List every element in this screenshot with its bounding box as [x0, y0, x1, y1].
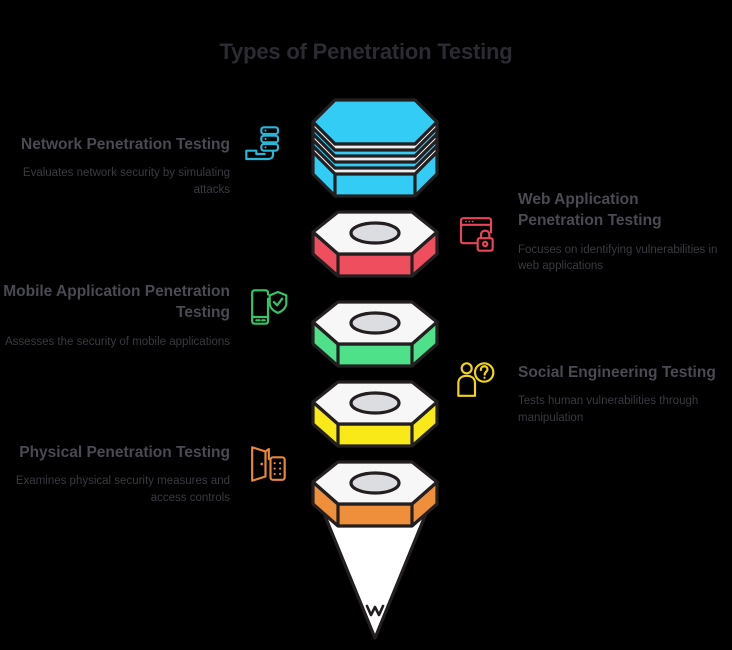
item-physical-description: Examines physical security measures and …: [15, 475, 230, 504]
item-social-description: Tests human vulnerabilities through mani…: [518, 395, 699, 424]
item-physical-heading: Physical Penetration Testing: [19, 444, 230, 461]
phone-shield-check-icon: [248, 287, 288, 327]
item-physical: Physical Penetration Testing Examines ph…: [0, 442, 230, 506]
funnel-tip: [323, 514, 427, 640]
item-web: Web Application Penetration Testing Focu…: [518, 189, 718, 274]
funnel-segment-mobile: [305, 300, 445, 380]
person-question-icon: [455, 360, 495, 400]
item-network: Network Penetration Testing Evaluates ne…: [0, 134, 230, 198]
door-keypad-icon: [248, 444, 288, 484]
item-social-heading: Social Engineering Testing: [518, 364, 716, 381]
item-social: Social Engineering Testing Tests human v…: [518, 362, 718, 426]
server-stack-hand-icon: [243, 124, 283, 164]
funnel-diagram: [305, 88, 445, 640]
page-title: Types of Penetration Testing: [219, 39, 513, 64]
funnel-segment-web: [305, 210, 445, 290]
funnel-segment-network: [305, 88, 445, 208]
item-web-description: Focuses on identifying vulnerabilities i…: [518, 243, 718, 273]
browser-lock-icon: [456, 214, 496, 254]
item-network-description: Evaluates network security by simulating…: [22, 167, 230, 196]
item-mobile: Mobile Application Penetration Testing A…: [0, 281, 230, 350]
item-mobile-description: Assesses the security of mobile applicat…: [5, 335, 230, 348]
funnel-segment-physical: [305, 460, 445, 650]
item-mobile-heading: Mobile Application Penetration Testing: [3, 283, 230, 322]
funnel-segment-social: [305, 380, 445, 460]
item-network-heading: Network Penetration Testing: [21, 136, 230, 153]
item-web-heading: Web Application Penetration Testing: [518, 191, 662, 230]
